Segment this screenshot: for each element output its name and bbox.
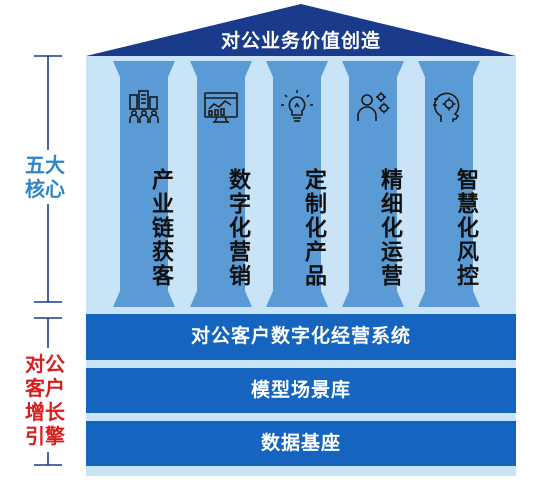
pillar-smart-risk-control: 智慧化风控 xyxy=(418,61,480,307)
lightbulb-idea-icon xyxy=(281,90,313,122)
side-label-growth-engine: 对公 客户 增长 引擎 xyxy=(14,353,76,449)
foundation-bar-digital-system: 对公客户数字化经营系统 xyxy=(86,314,516,360)
side-label-line: 增长 xyxy=(25,402,65,424)
pillar-label: 产业链获客 xyxy=(149,168,174,288)
roof-title: 对公业务价值创造 xyxy=(220,31,381,52)
pillar-label: 数字化营销 xyxy=(226,168,251,288)
roof xyxy=(86,4,516,56)
foundation-bar-data-base: 数据基座 xyxy=(86,421,516,466)
left-brackets xyxy=(34,55,62,466)
pillar-custom-products: 定制化产品 xyxy=(266,61,328,307)
pillar-refined-operations: 精细化运营 xyxy=(342,61,404,307)
foundation-bar-model-scenarios: 模型场景库 xyxy=(86,368,516,413)
pillar-digital-marketing: 数字化营销 xyxy=(190,61,252,307)
side-label-line: 对公 xyxy=(25,354,65,376)
side-label-line: 引擎 xyxy=(25,426,65,448)
buildings-people-icon xyxy=(129,90,159,123)
pillar-label: 智慧化风控 xyxy=(454,168,479,288)
side-label-line: 客户 xyxy=(25,378,65,400)
head-gear-icon xyxy=(433,92,460,122)
pillar-industry-chain: 产业链获客 xyxy=(113,61,175,307)
person-gears-icon xyxy=(357,92,390,121)
side-label-line: 五大 xyxy=(25,155,65,177)
pillar-label: 精细化运营 xyxy=(378,168,403,288)
analytics-dashboard-icon xyxy=(204,92,238,123)
pillar-label: 定制化产品 xyxy=(302,168,327,288)
side-label-five-cores: 五大 核心 xyxy=(14,154,76,202)
side-label-line: 核心 xyxy=(25,179,65,201)
